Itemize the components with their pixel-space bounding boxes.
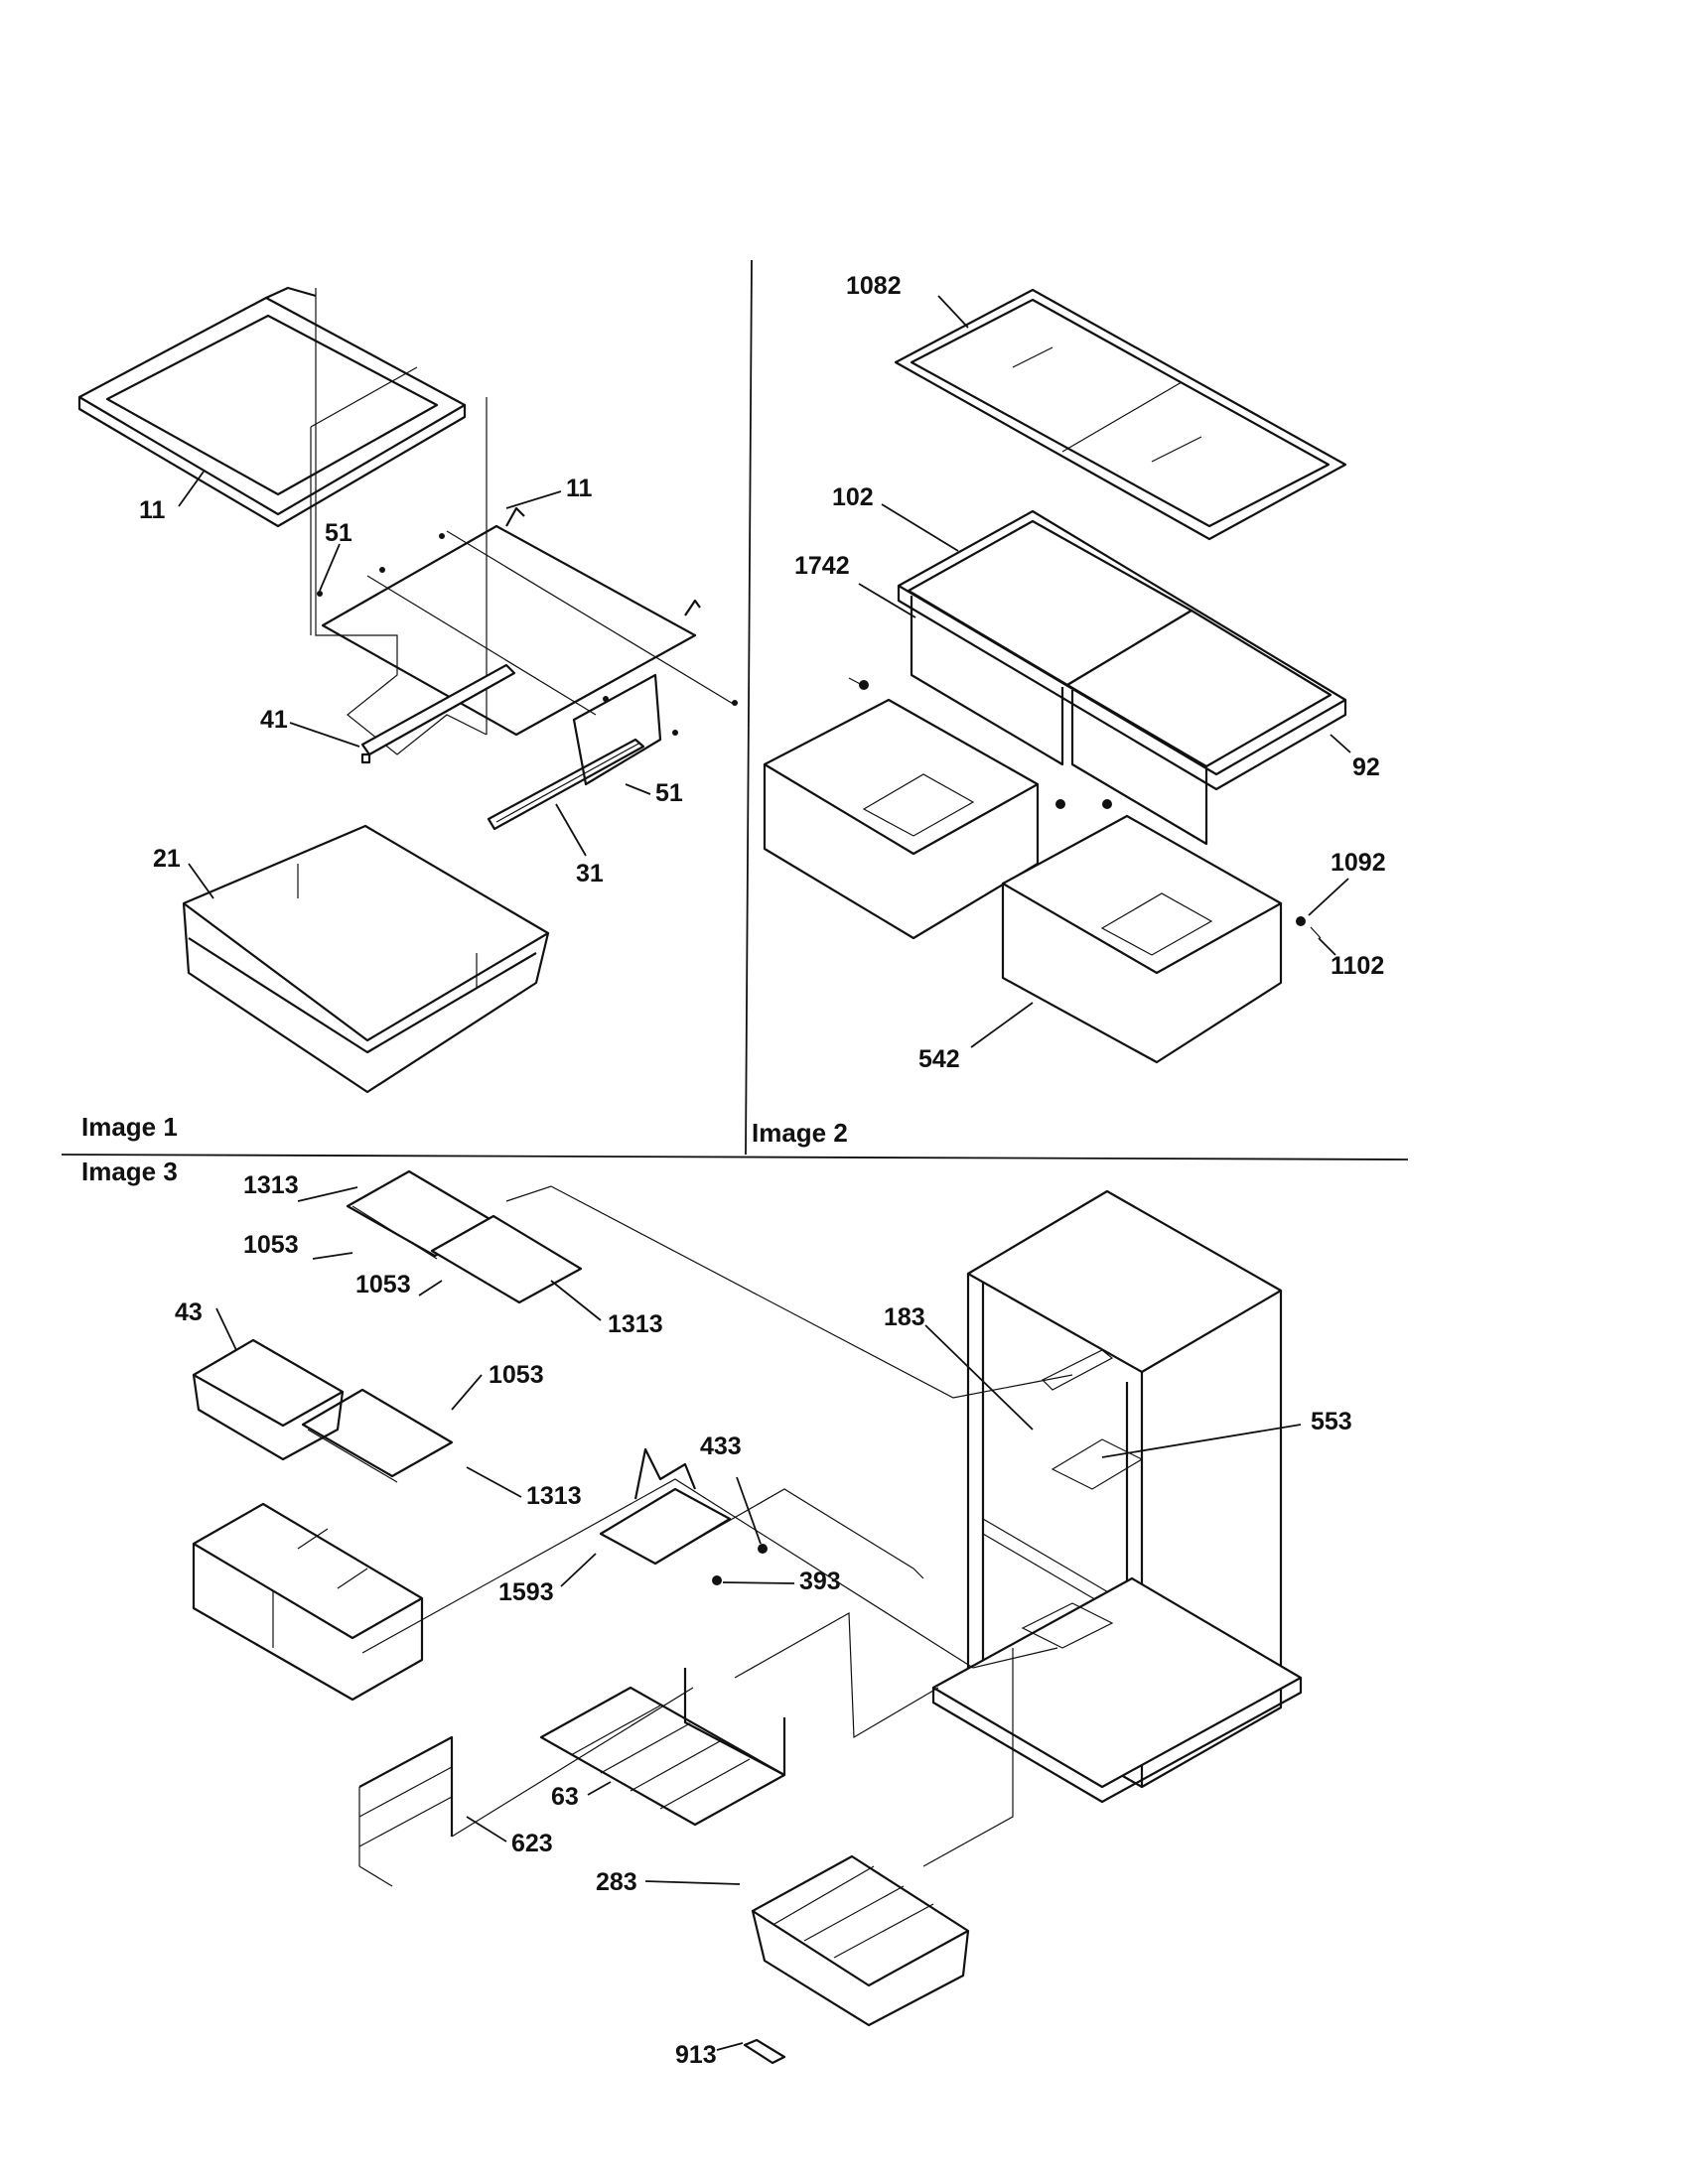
fasteners-51 [317,533,738,736]
callout-43: 43 [175,1298,203,1326]
image3-panel: Image 3 [81,1157,1352,2069]
bracket-1593 [599,1447,732,1566]
panel-dividers [61,259,1409,1160]
callout-283: 283 [596,1868,637,1896]
callout-21: 21 [153,845,181,873]
double-crisper [192,1502,424,1702]
image3-leaders [215,1186,1302,2051]
callout-542: 542 [918,1045,960,1073]
image1-panel: 11 11 51 41 51 31 21 Image 1 [77,286,738,1142]
rail-31 [487,673,662,831]
panel-caption-image3: Image 3 [81,1157,178,1186]
shelf-11 [77,286,467,528]
pan-21 [182,824,550,1094]
callout-1053-b: 1053 [355,1271,411,1298]
image1-leaders [178,471,651,899]
callout-31: 31 [576,860,604,887]
part-913 [743,2038,786,2065]
callout-553: 553 [1311,1408,1352,1435]
glass-1082 [894,288,1347,541]
basket-283 [751,1854,970,2027]
drawer-right [1001,814,1283,1064]
panel-caption-image1: Image 1 [81,1112,178,1142]
callout-1742: 1742 [794,552,850,580]
callout-92: 92 [1352,753,1380,781]
callout-1053-c: 1053 [489,1361,544,1389]
callout-1313-c: 1313 [526,1482,582,1510]
rail-41 [360,663,516,764]
callout-183: 183 [884,1303,925,1331]
callout-63: 63 [551,1783,579,1811]
image2-panel: 1082 102 1742 92 1092 1102 542 Image 2 [752,272,1386,1148]
refrigerator-cabinet [931,1189,1303,1804]
shelf-1053-top [346,1169,583,1304]
callout-11-left: 11 [139,496,166,524]
callout-11-right: 11 [566,475,593,502]
callout-1313-b: 1313 [608,1310,663,1338]
callout-1102: 1102 [1331,952,1384,980]
shelf-frame [321,506,736,737]
callout-913: 913 [675,2041,717,2069]
guide-lines [315,288,488,755]
callout-41: 41 [260,706,288,734]
callout-51-top: 51 [325,519,352,547]
divider-623 [358,1735,454,1887]
assembly-guide-lines [361,1185,1073,1867]
fasteners-433-393 [712,1544,768,1585]
callout-433: 433 [700,1433,742,1460]
cover-92 [897,509,1347,791]
callout-1053-a: 1053 [243,1231,299,1259]
callout-102: 102 [832,483,874,511]
bin-43 [192,1338,345,1461]
callout-623: 623 [511,1830,553,1857]
image2-leaders [858,295,1351,1048]
callout-1313-a: 1313 [243,1171,299,1199]
bin-1742 [910,596,1208,846]
callout-1593: 1593 [498,1578,554,1606]
callout-51-bottom: 51 [655,779,683,807]
panel-caption-image2: Image 2 [752,1118,848,1148]
wire-shelf-63 [539,1668,786,1827]
callout-1092: 1092 [1331,849,1386,877]
callout-393: 393 [799,1568,841,1595]
callout-1082: 1082 [846,272,902,300]
drawer-left [763,698,1040,940]
fasteners-1092 [848,677,1322,939]
